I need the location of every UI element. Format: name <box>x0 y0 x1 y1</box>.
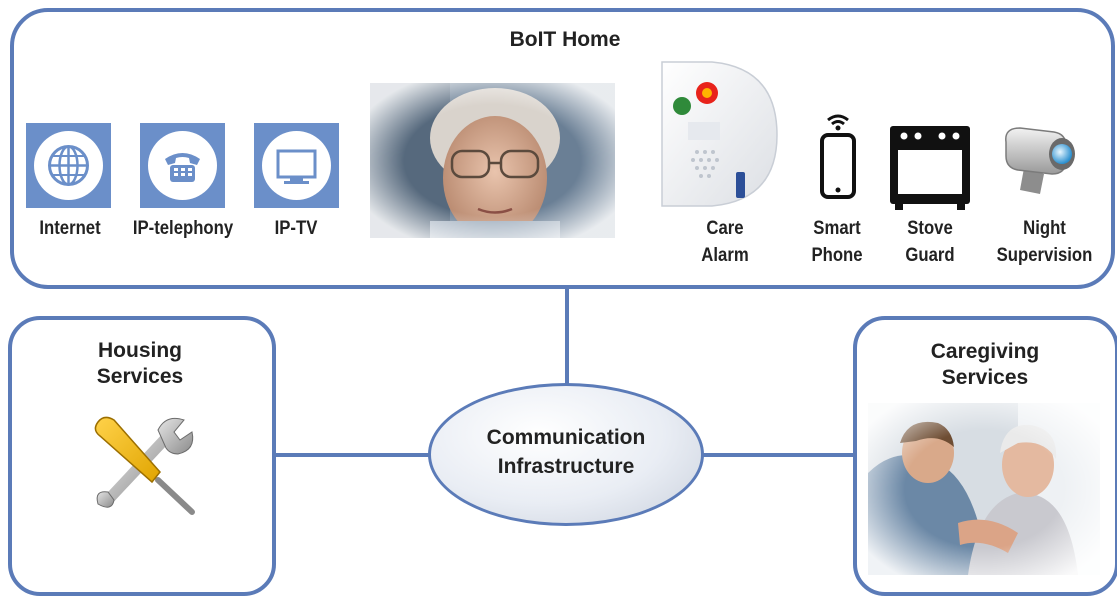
tools-icon <box>94 416 195 515</box>
connector-caregiving-hub <box>700 453 855 457</box>
smartphone-icon <box>820 114 856 199</box>
smart-phone-label: Smart Phone <box>811 218 863 266</box>
connector-housing-hub <box>272 453 432 457</box>
connector-home-hub <box>565 285 569 385</box>
communication-infrastructure-label: Communication Infrastructure <box>486 426 646 479</box>
caregiving-services-title: Caregiving Services <box>930 340 1040 390</box>
elderly-woman-photo <box>370 83 615 238</box>
telephone-icon <box>165 153 200 182</box>
night-supervision-label: Night Supervision <box>996 218 1093 266</box>
ip-telephony-label: IP-telephony <box>132 218 234 239</box>
tv-icon <box>276 149 317 184</box>
internet-label: Internet <box>39 218 101 239</box>
ip-telephony-tile <box>140 123 225 208</box>
care-alarm-device <box>652 60 782 208</box>
ip-tv-tile <box>254 123 339 208</box>
care-alarm-label: Care Alarm <box>701 218 749 266</box>
communication-infrastructure-hub <box>428 383 704 526</box>
stove-icon <box>890 126 970 210</box>
globe-icon <box>48 145 89 186</box>
stove-guard-label: Stove Guard <box>905 218 955 266</box>
caregiving-photo <box>868 403 1100 575</box>
internet-tile <box>26 123 111 208</box>
ip-tv-label: IP-TV <box>274 218 318 239</box>
camera-icon <box>1005 127 1075 194</box>
housing-services-title: Housing Services <box>96 339 184 389</box>
boit-home-title: BoIT Home <box>509 28 621 51</box>
